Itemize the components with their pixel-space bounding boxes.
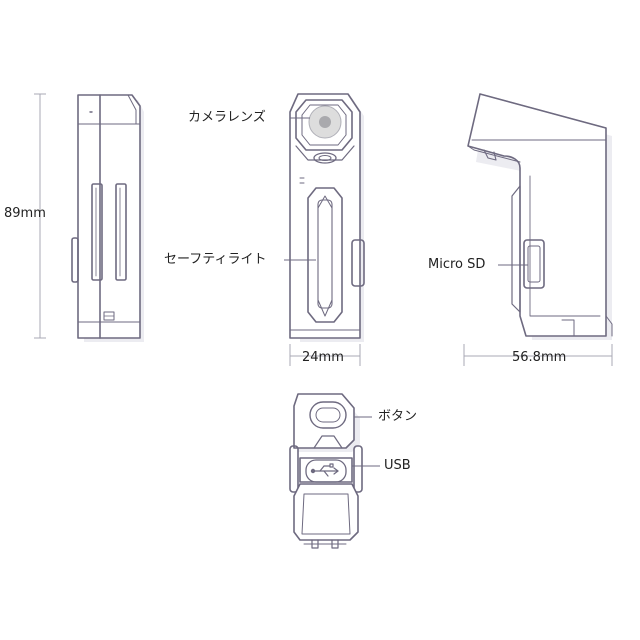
height-dimension: 89mm (4, 206, 46, 221)
width-dimension: 24mm (302, 350, 344, 365)
button-callout: ボタン (378, 409, 418, 424)
leader-lines (284, 117, 528, 467)
usb-callout: USB (384, 458, 411, 473)
dimension-lines (34, 93, 613, 366)
top-view (289, 393, 363, 549)
camera-lens-callout: カメラレンズ (188, 110, 266, 125)
front-view (289, 93, 365, 342)
safety-light-callout: セーフティライト (164, 252, 267, 267)
depth-dimension: 56.8mm (512, 350, 567, 365)
profile-view (467, 93, 613, 340)
micro-sd-callout: Micro SD (428, 257, 486, 272)
side-view (71, 94, 144, 342)
